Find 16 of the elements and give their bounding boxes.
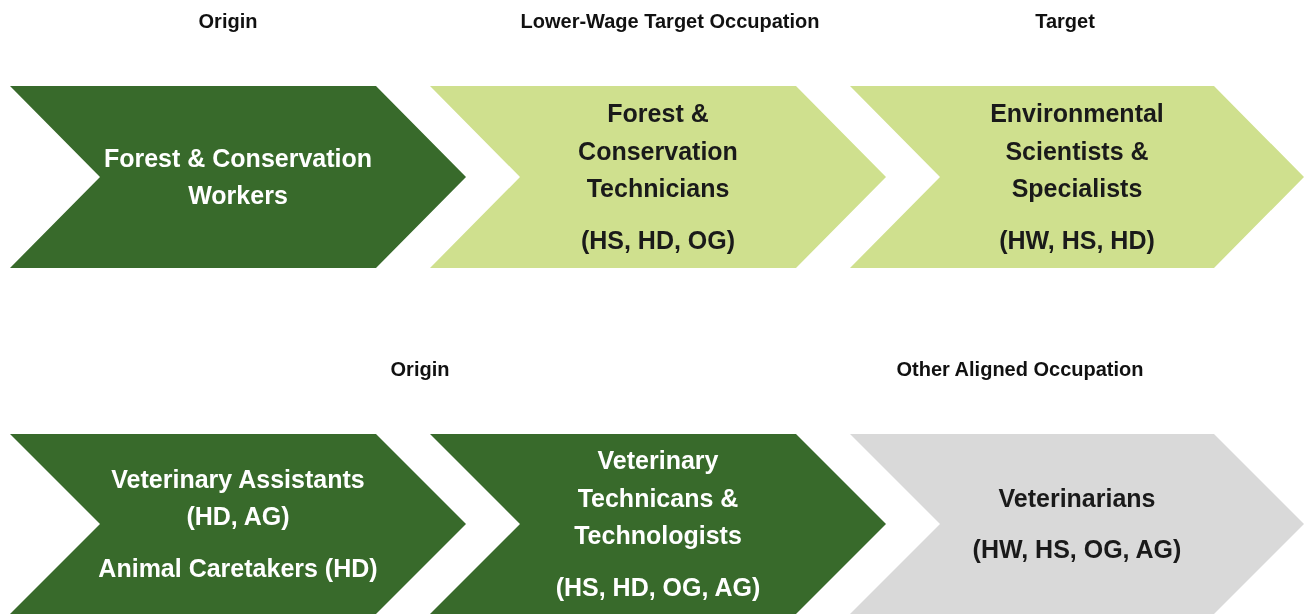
occupation-label: Veterinary Technicans & Technologists <box>573 445 743 551</box>
column-heading: Lower-Wage Target Occupation <box>520 10 820 33</box>
occupation-label: Veterinary Assistants (HD, AG) <box>110 463 366 533</box>
occupation-label: (HW, HS, HD) <box>999 224 1155 256</box>
occupation-label: (HS, HD, OG) <box>580 224 736 256</box>
column-heading: Target <box>1035 10 1095 33</box>
column-heading: Origin <box>198 10 258 33</box>
occupation-label: (HS, HD, OG, AG) <box>555 571 761 603</box>
occupation-label: Animal Caretakers (HD) <box>98 552 378 584</box>
occupation-label: Forest & Conservation Technicians <box>577 98 739 204</box>
column-heading: Other Aligned Occupation <box>896 358 1144 381</box>
column-heading: Origin <box>390 358 450 381</box>
occupation-label: Forest & Conservation Workers <box>102 142 374 211</box>
occupation-label: Environmental Scientists & Specialists <box>989 98 1165 204</box>
occupation-label: (HW, HS, OG, AG) <box>972 534 1182 565</box>
occupation-label: Veterinarians <box>998 482 1156 514</box>
